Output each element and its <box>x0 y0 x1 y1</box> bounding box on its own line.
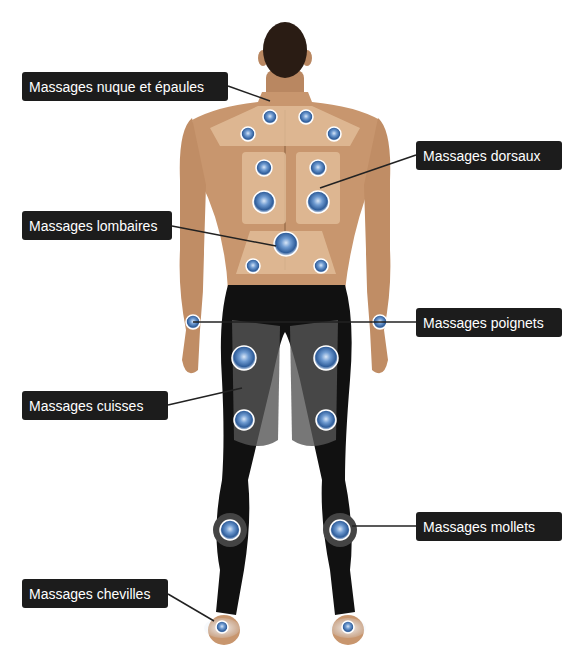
massage-point <box>330 520 350 540</box>
left-arm <box>180 118 206 373</box>
callout-label: Massages cuisses <box>22 391 168 420</box>
massage-point <box>216 621 228 633</box>
label-text: Massages nuque et épaules <box>29 79 204 95</box>
massage-point <box>246 259 260 273</box>
calf-pad <box>323 513 357 547</box>
hair <box>263 22 307 78</box>
massage-point <box>310 160 326 176</box>
leader-line <box>168 388 242 405</box>
massage-point <box>241 127 255 141</box>
massage-point <box>256 160 272 176</box>
leggings <box>216 285 355 615</box>
back-pad <box>242 152 286 224</box>
callout-label: Massages chevilles <box>22 579 168 608</box>
massage-point <box>314 346 338 370</box>
label-text: Massages lombaires <box>29 218 157 234</box>
massage-points <box>186 110 387 633</box>
massage-point <box>299 110 313 124</box>
leader-line <box>320 155 416 188</box>
massage-point <box>274 232 298 256</box>
massage-point <box>232 346 256 370</box>
label-text: Massages poignets <box>423 315 544 331</box>
massage-point <box>263 110 277 124</box>
lumbar-pad <box>236 231 336 274</box>
label-text: Massages chevilles <box>29 586 150 602</box>
back-pad <box>296 152 340 224</box>
leader-lines <box>168 86 416 621</box>
label-text: Massages cuisses <box>29 398 143 414</box>
leader-line <box>168 594 214 621</box>
torso <box>192 92 380 290</box>
callout-label: Massages dorsaux <box>416 141 562 170</box>
callout-label: Massages lombaires <box>22 211 172 240</box>
neck-shoulder-pad <box>210 106 360 146</box>
thigh-pad <box>232 320 280 446</box>
massage-point <box>234 410 254 430</box>
callout-label: Massages mollets <box>416 512 562 541</box>
leader-line <box>228 86 270 101</box>
leader-line <box>193 321 416 323</box>
callout-label: Massages nuque et épaules <box>22 72 228 101</box>
leader-line <box>352 525 416 527</box>
right-arm <box>364 118 390 373</box>
ankle-glow <box>330 618 366 638</box>
label-text: Massages dorsaux <box>423 148 541 164</box>
label-text: Massages mollets <box>423 519 535 535</box>
massage-point <box>253 191 275 213</box>
thigh-pad <box>290 320 338 446</box>
callout-label: Massages poignets <box>416 308 562 337</box>
head <box>258 22 312 104</box>
massage-point <box>307 191 329 213</box>
massage-point <box>342 621 354 633</box>
calf-pad <box>213 513 247 547</box>
massage-point <box>314 259 328 273</box>
massage-point <box>327 127 341 141</box>
leader-line <box>172 226 276 246</box>
massage-point <box>220 520 240 540</box>
massage-point <box>316 410 336 430</box>
ankle-glow <box>204 618 240 638</box>
